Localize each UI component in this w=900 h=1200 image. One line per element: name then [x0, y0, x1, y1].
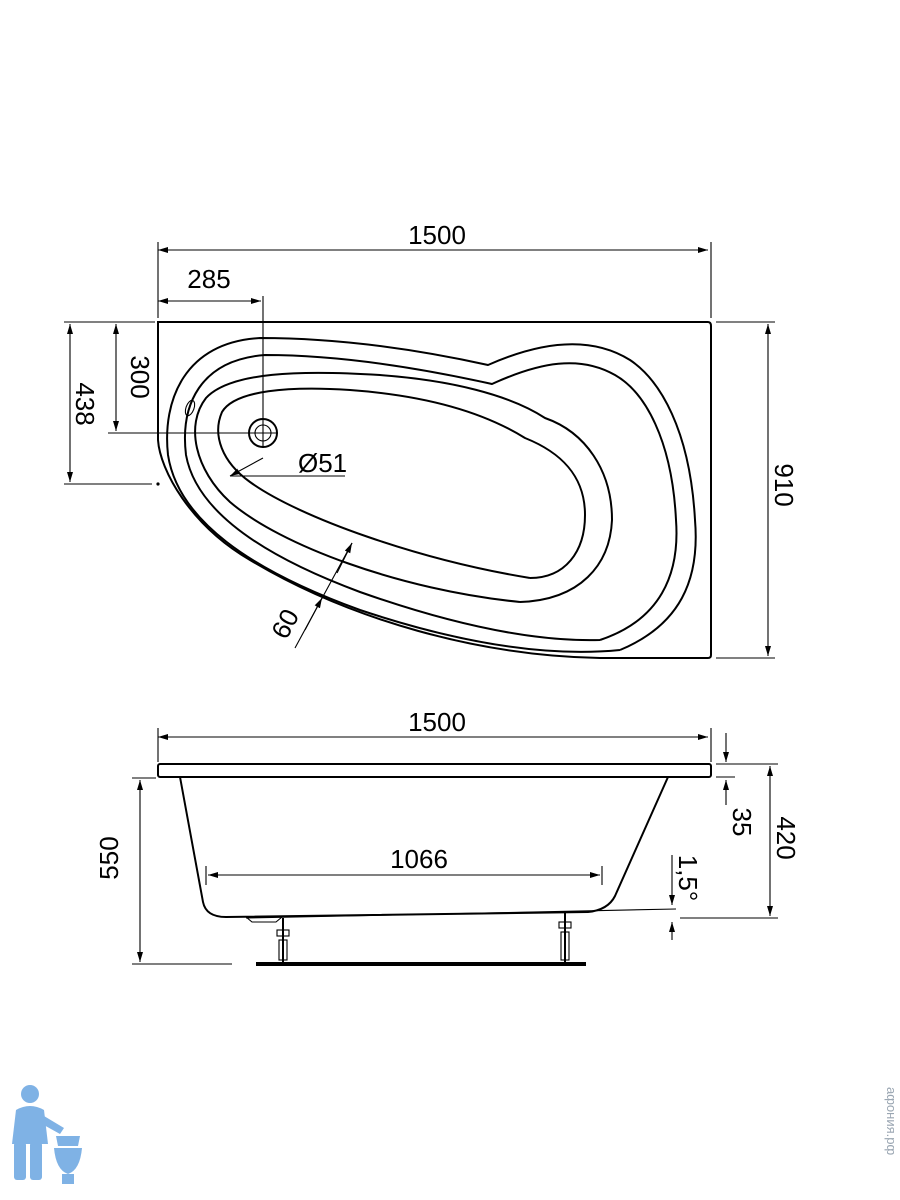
bowl-contour-3: [194, 371, 614, 603]
dim-rim-arrow-inner: [336, 542, 353, 574]
dim-rim-thickness-label: 35: [727, 808, 757, 837]
plumber-mascot-logo: [12, 1085, 82, 1184]
dim-floor-height-label: 550: [94, 836, 124, 879]
corner-point: [156, 482, 160, 486]
dim-bottom-label: 1066: [390, 844, 448, 874]
dim-drain-diameter-label: Ø51: [298, 448, 347, 478]
dim-bath-height-label: 420: [771, 816, 801, 859]
side-view-inner-bottom: [245, 908, 677, 919]
dim-drain-diameter-leader: [229, 457, 264, 477]
dim-slope-label: 1,5°: [673, 855, 703, 902]
side-view-drain: [245, 916, 283, 923]
dim-drain-x-label: 285: [187, 264, 230, 294]
dim-drain-y-label: 300: [125, 355, 155, 398]
watermark-text: афония.рф: [884, 1087, 894, 1155]
floor-plate: [256, 962, 586, 966]
overflow-hole: [184, 399, 196, 417]
top-view: 1500 285 300 438 Ø51 60 910: [64, 220, 799, 659]
dim-depth-label: 910: [769, 463, 799, 506]
dim-rim-label: 60: [265, 604, 305, 644]
dim-left-height-label: 438: [70, 382, 100, 425]
leg-right: [558, 912, 572, 964]
bowl-contour-inner: [217, 387, 587, 579]
bowl-contour-2: [184, 353, 678, 642]
side-view-rim: [157, 763, 712, 778]
bowl-contour-outer: [166, 336, 697, 653]
watermark: афония.рф: [884, 1087, 894, 1155]
top-view-outline: [157, 321, 712, 659]
dim-rim-arrow-outer: [304, 597, 323, 631]
side-view: 1500 1066 550 35 420 1,5°: [94, 707, 801, 966]
leg-left: [276, 918, 290, 964]
dim-rim-line: [294, 542, 353, 649]
dim-top-width-label: 1500: [408, 220, 466, 250]
dim-side-width-label: 1500: [408, 707, 466, 737]
